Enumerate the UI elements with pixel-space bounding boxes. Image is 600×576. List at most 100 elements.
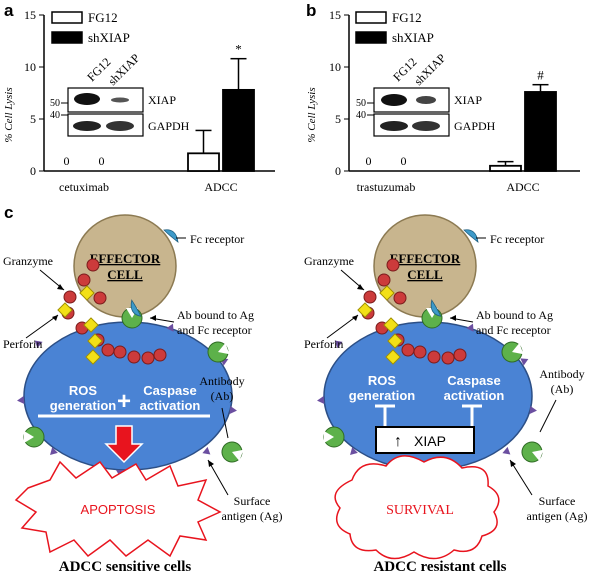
perforin-pore [357,285,403,365]
ab-bound-label-2: and Fc receptor [476,323,551,337]
blot-band [380,121,408,131]
x-category-label: ADCC [506,180,539,194]
surface-antigen-label-2: antigen (Ag) [222,509,283,523]
antibody-label-1: Antibody [539,367,584,381]
legend-label: FG12 [392,10,422,25]
effector-label-1: EFFECTOR [90,251,161,266]
caspase-label-2: activation [140,398,201,413]
mw-marker: 50 [50,98,60,109]
panel-letter-c: c [4,203,13,222]
zero-value-label: 0 [64,154,70,168]
antibody-label-2: (Ab) [551,382,574,396]
legend-swatch [355,31,387,44]
y-tick-label: 10 [24,60,36,74]
antibody-label-1: Antibody [199,374,244,388]
blot-band [111,97,129,103]
blot-row-gapdh-a: GAPDH [148,119,190,133]
apoptosis-label: APOPTOSIS [81,502,156,517]
legend-swatch [51,11,83,24]
caption-resistant: ADCC resistant cells [373,559,506,575]
blot-band [106,121,134,131]
inhibition-icon [375,404,482,426]
blot-band [416,96,436,104]
y-axis-label-b: % Cell Lysis [306,87,318,142]
zero-value-label: 0 [99,154,105,168]
significance-mark: # [537,68,544,83]
antibody-label-2: (Ab) [211,389,234,403]
ros-label-1: ROS [69,383,98,398]
surface-antigen-label-1: Surface [234,494,271,508]
plus-sign: + [117,388,131,415]
ab-bound-label-1: Ab bound to Ag [476,308,553,322]
perforin-label: Perforin [3,337,42,351]
blot-band [381,94,407,106]
blot-row-xiap-a: XIAP [148,93,176,107]
x-category-label: ADCC [204,180,237,194]
caspase-label-2: activation [444,388,505,403]
ros-label-2: generation [349,388,416,403]
bar-fg12 [489,164,522,172]
effector-label-2: CELL [107,267,143,282]
ros-label-1: ROS [368,373,397,388]
x-category-label: trastuzumab [357,180,416,194]
panel-letter-a: a [4,1,14,20]
granzyme-label: Granzyme [304,254,354,268]
legend-label: shXIAP [392,30,434,45]
diagram-sensitive: EFFECTOR CELL [3,214,283,575]
perforin-pore [57,285,103,365]
legend-label: shXIAP [88,30,130,45]
ab-bound-label-1: Ab bound to Ag [177,308,254,322]
blot-band [412,121,440,131]
zero-value-label: 0 [401,154,407,168]
blot-lane-b-2: shXIAP [411,51,448,88]
granzyme-label: Granzyme [3,254,53,268]
mw-marker: 40 [50,110,60,121]
legend-swatch [355,11,387,24]
xiap-box-label: XIAP [414,433,446,449]
y-tick-label: 10 [329,60,341,74]
blot-box-xiap-a [67,87,144,113]
y-axis-label-a: % Cell Lysis [3,87,15,142]
bar-shxiap [222,88,255,172]
ab-bound-label-2: and Fc receptor [177,323,252,337]
blot-lane-a-2: shXIAP [105,51,142,88]
granzyme-dots [61,258,167,365]
caption-sensitive: ADCC sensitive cells [59,559,192,575]
fc-receptor-label: Fc receptor [190,232,244,246]
effector-label-1: EFFECTOR [390,251,461,266]
y-tick-label: 0 [30,164,36,178]
effector-label-2: CELL [407,267,443,282]
fc-receptor-label: Fc receptor [490,232,544,246]
y-tick-label: 5 [30,112,36,126]
caspase-label-1: Caspase [143,383,196,398]
blot-band [73,121,101,131]
mw-marker: 50 [356,98,366,109]
western-blot-b: FG12 shXIAP 50 40 XIAP GAPDH [356,51,496,137]
mw-marker: 40 [356,110,366,121]
diagram-resistant: EFFECTOR CELL Granzyme [304,214,588,575]
surface-antigen-label-2: antigen (Ag) [527,509,588,523]
panel-letter-b: b [306,1,316,20]
survival-label: SURVIVAL [386,503,454,518]
significance-mark: * [235,42,242,57]
y-tick-label: 0 [335,164,341,178]
x-category-label: cetuximab [59,180,109,194]
caspase-label-1: Caspase [447,373,500,388]
apoptosis-burst [14,460,222,558]
blot-row-gapdh-b: GAPDH [454,119,496,133]
bar-fg12 [187,152,220,172]
western-blot-a: FG12 shXIAP 50 40 XIAP GAPDH [50,51,190,137]
survival-cloud [334,455,500,560]
up-arrow-icon: ↑ [394,433,402,450]
y-tick-label: 15 [329,8,341,22]
perforin-label: Perforin [304,337,343,351]
legend-label: FG12 [88,10,118,25]
red-arrow-icon [104,425,144,464]
legend-swatch [51,31,83,44]
ros-label-2: generation [50,398,117,413]
bar-shxiap [524,91,557,172]
surface-antigen-label-1: Surface [539,494,576,508]
